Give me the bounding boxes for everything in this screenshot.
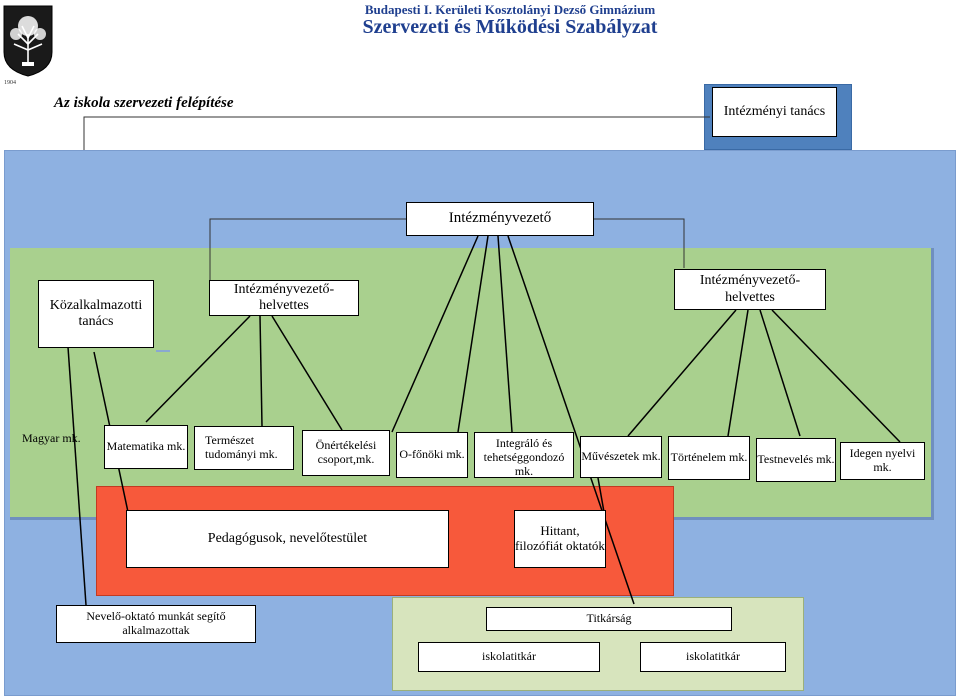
section-title: Az iskola szervezeti felépítése [54,95,234,111]
department-ofonoki: O-főnöki mk. [396,432,468,478]
document-title: Szervezeti és Működési Szabályzat [362,16,658,38]
department-integralo: Integráló és tehetséggondozó mk. [474,432,574,478]
iskolatitkar-box-1: iskolatitkár [418,642,600,672]
intezmenyvezeto-box: Intézményvezető [406,202,594,236]
department-onertekelesi: Önértékelési csoport,mk. [302,430,390,476]
iskolatitkar-box-2: iskolatitkár [640,642,786,672]
titkarsag-box: Titkárság [486,607,732,631]
kozalkalmazotti-tanacs-box: Közalkalmazotti tanács [38,280,154,348]
department-testneveles: Testnevelés mk. [756,438,836,482]
pedagogusok-box: Pedagógusok, nevelőtestület [126,510,449,568]
helyettes-left-box: Intézményvezető-helvettes [209,280,359,316]
hittan-filozofia-box: Hittant, filozófiát oktatók [514,510,606,568]
school-name: Budapesti I. Kerületi Kosztolányi Dezső … [364,2,656,17]
department-matematika: Matematika mk. [104,425,188,469]
department-termeszettudomanyi: Természet tudományi mk. [194,426,294,470]
department-magyar: Magyar mk. [22,431,81,446]
department-idegen-nyelvi: Idegen nyelvi mk. [840,442,925,480]
school-crest-logo [2,4,54,78]
nevelo-oktato-box: Nevelő-oktató munkát segítő alkalmazotta… [56,605,256,643]
department-muveszetek: Művészetek mk. [580,436,662,478]
department-tortenelem: Történelem mk. [668,436,750,480]
crest-caption: 1904 [4,80,16,86]
helyettes-right-box: Intézményvezető-helvettes [674,269,826,310]
intezmenyi-tanacs-box: Intézményi tanács [712,87,837,137]
